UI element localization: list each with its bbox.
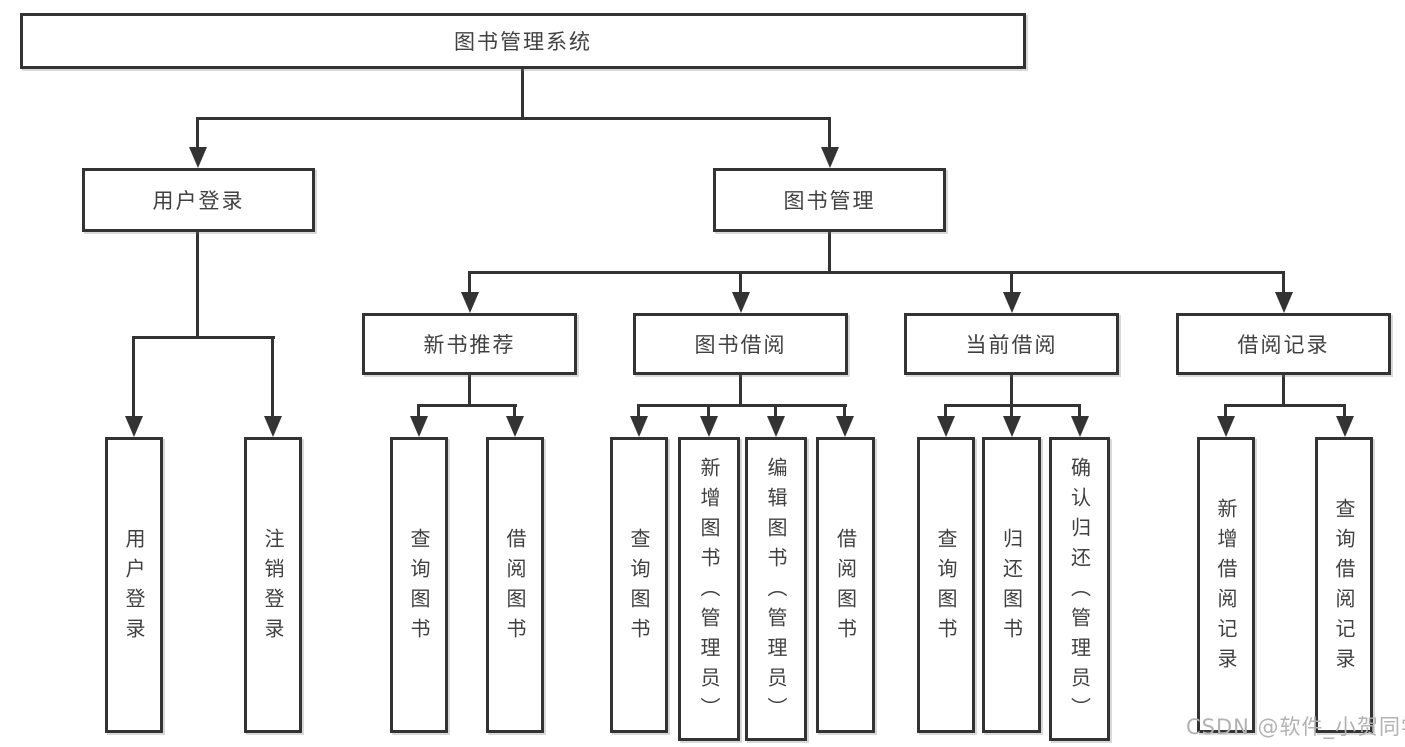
connector-line: [637, 404, 847, 407]
arrowhead-down: [1275, 292, 1293, 313]
leaf-borrow-books: 借阅图书: [486, 437, 544, 733]
csdn-watermark: CSDN @软件_小贺同学: [1186, 715, 1405, 739]
arrowhead-down: [189, 147, 207, 168]
leaf-add-borrow-record: 新增借阅记录: [1197, 437, 1255, 733]
leaf-query-books: 查询图书: [917, 437, 975, 733]
arrowhead-down: [937, 416, 955, 437]
connector-line: [1010, 375, 1013, 407]
connector-line: [1224, 404, 1346, 407]
connector-line: [637, 404, 640, 418]
connector-line: [1282, 271, 1285, 293]
node-current-borrowing: 当前借阅: [904, 313, 1119, 375]
arrowhead-down: [767, 416, 785, 437]
arrowhead-down: [1003, 292, 1021, 313]
connector-line: [271, 336, 274, 419]
connector-line: [1224, 404, 1227, 418]
connector-line: [196, 117, 199, 151]
connector-line: [1078, 404, 1081, 418]
connector-line: [521, 69, 524, 120]
connector-line: [196, 117, 831, 120]
node-user-login: 用户登录: [82, 168, 315, 232]
connector-line: [739, 271, 742, 293]
connector-line: [1282, 375, 1285, 407]
connector-line: [828, 232, 831, 274]
connector-line: [468, 271, 1285, 274]
arrowhead-down: [1003, 416, 1021, 437]
arrowhead-down: [1217, 416, 1235, 437]
connector-line: [196, 232, 199, 339]
connector-line: [1010, 271, 1013, 293]
leaf-query-borrow-record: 查询借阅记录: [1315, 437, 1373, 733]
connector-line: [468, 375, 471, 407]
arrowhead-down: [461, 292, 479, 313]
arrowhead-down: [264, 416, 282, 437]
connector-line: [468, 271, 471, 293]
node-book-management: 图书管理: [713, 168, 946, 232]
arrowhead-down: [821, 147, 839, 168]
connector-line: [1343, 404, 1346, 418]
connector-line: [843, 404, 846, 418]
arrowhead-down: [732, 292, 750, 313]
leaf-user-login: 用户登录: [105, 437, 163, 733]
node-borrowing-records: 借阅记录: [1176, 313, 1391, 375]
connector-line: [774, 404, 777, 418]
connector-line: [132, 336, 275, 339]
arrowhead-down: [506, 416, 524, 437]
leaf-confirm-return-admin: 确认归还（管理员）: [1049, 437, 1110, 741]
leaf-logout: 注销登录: [244, 437, 302, 733]
leaf-return-books: 归还图书: [982, 437, 1041, 733]
arrowhead-down: [836, 416, 854, 437]
leaf-edit-book-admin: 编辑图书（管理员）: [745, 437, 807, 741]
connector-line: [707, 404, 710, 418]
connector-line: [513, 404, 516, 418]
connector-line: [132, 336, 135, 419]
connector-line: [417, 404, 420, 418]
leaf-borrow-books: 借阅图书: [816, 437, 875, 733]
arrowhead-down: [700, 416, 718, 437]
leaf-add-book-admin: 新增图书（管理员）: [678, 437, 740, 741]
arrowhead-down: [1336, 416, 1354, 437]
arrowhead-down: [630, 416, 648, 437]
node-library-management-system: 图书管理系统: [20, 13, 1026, 69]
arrowhead-down: [410, 416, 428, 437]
connector-line: [417, 404, 517, 407]
arrowhead-down: [1071, 416, 1089, 437]
connector-line: [944, 404, 947, 418]
arrowhead-down: [125, 416, 143, 437]
node-book-borrowing: 图书借阅: [633, 313, 848, 375]
connector-line: [828, 117, 831, 151]
connector-line: [1010, 404, 1013, 418]
leaf-query-books: 查询图书: [610, 437, 668, 733]
leaf-query-books: 查询图书: [390, 437, 448, 733]
node-new-book-recommendation: 新书推荐: [362, 313, 577, 375]
connector-line: [739, 375, 742, 407]
